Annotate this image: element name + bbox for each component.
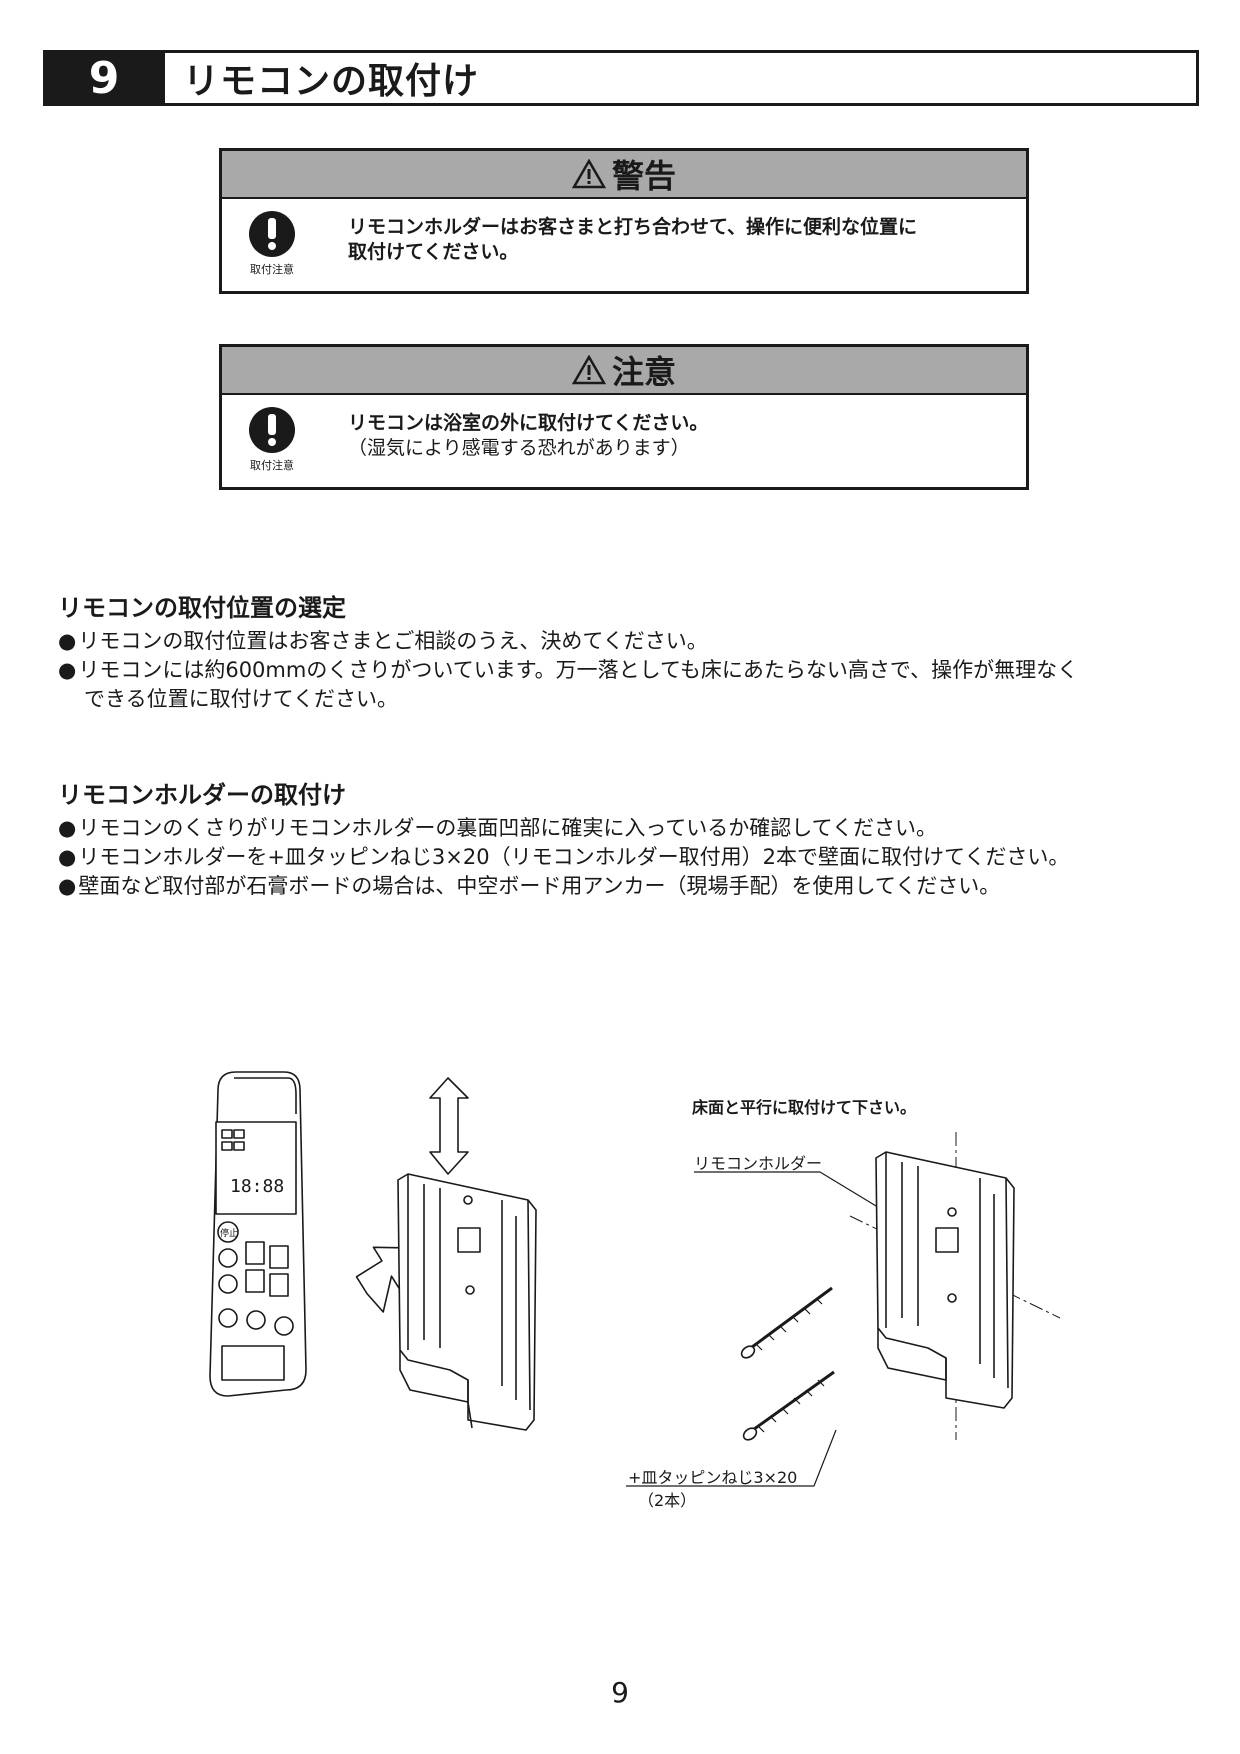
section-separator <box>162 53 175 103</box>
position-section: リモコンの取付位置の選定 ●リモコンの取付位置はお客さまとご相談のうえ、決めてく… <box>58 588 1078 714</box>
caution-text: リモコンは浴室の外に取付けてください。 （湿気により感電する恐れがあります） <box>348 411 708 461</box>
up-down-arrow-icon <box>429 1077 469 1175</box>
warning-heading: 警告 <box>611 157 676 195</box>
remote-stop-label: 停止 <box>220 1227 238 1239</box>
caution-body: 取付注意 リモコンは浴室の外に取付けてください。 （湿気により感電する恐れがあり… <box>222 395 1026 487</box>
mark-label: 取付注意 <box>250 459 294 472</box>
holder-bullet-1: ●リモコンのくさりがリモコンホルダーの裏面凹部に確実に入っているか確認してくださ… <box>58 816 938 840</box>
section-header: 9 リモコンの取付け <box>43 50 1199 106</box>
caution-heading: 注意 <box>611 353 676 391</box>
holder-heading: リモコンホルダーの取付け <box>58 781 346 809</box>
remote-holder-drawing <box>397 1173 537 1431</box>
remote-and-holder-illustration: 18:88 停止 <box>209 1071 537 1431</box>
holder-leader-line <box>694 1171 887 1213</box>
install-caution-mark: 取付注意 <box>247 211 297 277</box>
screw-lower-icon <box>742 1370 835 1441</box>
install-caution-mark: 取付注意 <box>247 407 297 473</box>
remote-display-text: 18:88 <box>230 1176 284 1197</box>
section-title: リモコンの取付け <box>183 61 480 102</box>
holder-label: リモコンホルダー <box>694 1154 823 1173</box>
warning-line-1: リモコンホルダーはお客さまと打ち合わせて、操作に便利な位置に <box>348 216 918 238</box>
exclamation-icon <box>249 407 295 453</box>
warning-triangle-icon <box>571 159 606 189</box>
page-number: 9 <box>611 1676 629 1709</box>
diagram-note: 床面と平行に取付けて下さい。 <box>692 1098 917 1117</box>
caution-triangle-icon <box>571 355 606 385</box>
warning-line-2: 取付けてください。 <box>348 241 519 263</box>
exclamation-icon <box>249 211 295 257</box>
screw-label: +皿タッピンねじ3×20 <box>628 1468 798 1487</box>
caution-box: 注意 取付注意 リモコンは浴室の外に取付けてください。 （湿気により感電する恐れ… <box>219 344 1029 490</box>
holder-bullet-3: ●壁面など取付部が石膏ボードの場合は、中空ボード用アンカー（現場手配）を使用して… <box>58 874 1001 898</box>
holder-bullet-2: ●リモコンホルダーを+皿タッピンねじ3×20（リモコンホルダー取付用）2本で壁面… <box>58 845 1070 869</box>
caution-header: 注意 <box>222 347 1026 395</box>
warning-box: 警告 取付注意 リモコンホルダーはお客さまと打ち合わせて、操作に便利な位置に 取… <box>219 148 1029 294</box>
position-bullet-1: ●リモコンの取付位置はお客さまとご相談のうえ、決めてください。 <box>58 629 708 653</box>
mark-label: 取付注意 <box>250 263 294 276</box>
screw-upper-icon <box>740 1286 833 1359</box>
warning-text: リモコンホルダーはお客さまと打ち合わせて、操作に便利な位置に 取付けてください。 <box>348 215 917 265</box>
remote-holder-drawing <box>875 1151 1015 1409</box>
position-bullet-2: ●リモコンには約600mmのくさりがついています。万一落としても床にあたらない高… <box>58 658 1079 682</box>
position-heading: リモコンの取付位置の選定 <box>58 594 346 622</box>
caution-line-2: （湿気により感電する恐れがあります） <box>348 437 690 459</box>
warning-body: 取付注意 リモコンホルダーはお客さまと打ち合わせて、操作に便利な位置に 取付けて… <box>222 199 1026 291</box>
section-number: 9 <box>46 53 162 104</box>
remote-control-drawing: 18:88 停止 <box>209 1071 307 1397</box>
caution-line-1: リモコンは浴室の外に取付けてください。 <box>348 412 709 434</box>
mounting-illustration <box>626 1132 1061 1487</box>
screw-leader-line <box>626 1429 837 1487</box>
position-bullet-2-continued: できる位置に取付けてください。 <box>84 687 398 711</box>
holder-section: リモコンホルダーの取付け ●リモコンのくさりがリモコンホルダーの裏面凹部に確実に… <box>58 775 1069 901</box>
screw-count: （2本） <box>638 1491 697 1510</box>
warning-header: 警告 <box>222 151 1026 199</box>
